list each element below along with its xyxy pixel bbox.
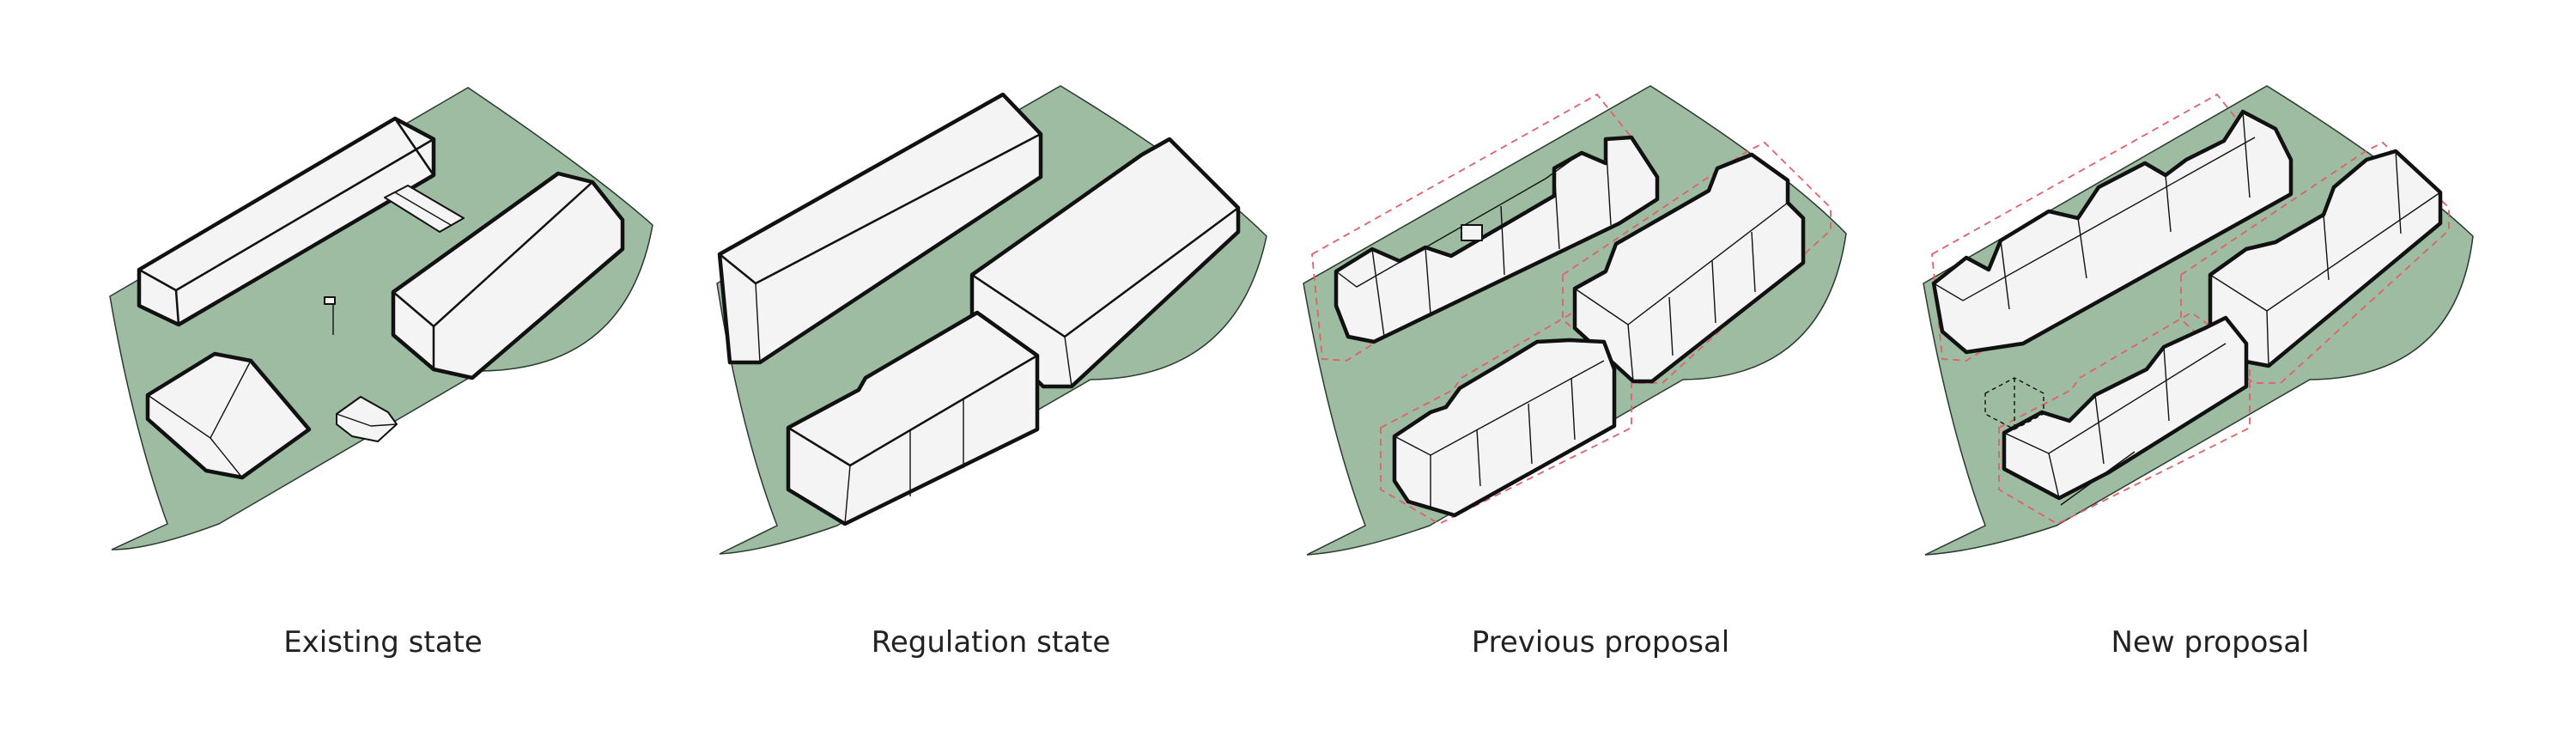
building-row-back [1931,109,2293,355]
panel-existing-state [109,87,653,550]
panel-new-proposal [1923,85,2474,556]
building-shed [336,396,398,442]
building-row-right [1572,152,1806,384]
building-row-front [2002,315,2249,501]
caption-existing-state: Existing state [283,625,483,660]
building-small-hip [145,351,312,480]
panel-regulation-state [716,85,1267,555]
panel-previous-proposal [1303,85,1847,556]
caption-new-proposal: New proposal [2111,625,2310,660]
regulation-volume-left [717,92,1043,365]
building-outbuilding-dashed [1984,377,2044,430]
building-wing [391,171,625,380]
caption-regulation-state: Regulation state [871,625,1111,660]
access-ramp [2060,451,2136,506]
building-row-front [1392,338,1617,518]
building-connector [384,185,465,233]
regulation-volume-front [786,310,1040,526]
building-row-back [1334,135,1660,344]
caption-previous-proposal: Previous proposal [1471,625,1730,660]
signpost-icon [324,296,336,335]
building-long-bar [137,116,436,327]
